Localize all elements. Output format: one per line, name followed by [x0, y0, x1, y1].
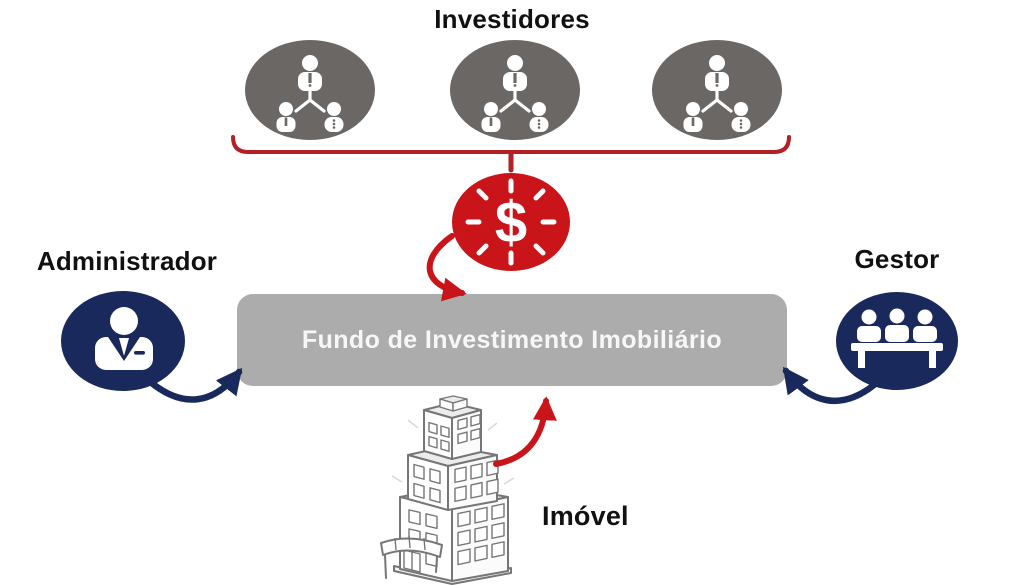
money-node: $ [452, 173, 570, 271]
fund-box-label: Fundo de Investimento Imobiliário [301, 325, 723, 354]
dollar-burst-icon: $ [465, 178, 557, 266]
administrator-node [61, 291, 185, 391]
manager-node [836, 292, 958, 390]
property-label: Imóvel [542, 501, 629, 531]
fund-box [237, 294, 787, 386]
money-to-fund-arrow [426, 233, 467, 302]
property-to-fund-arrow [493, 396, 557, 467]
team-table-icon [851, 308, 943, 368]
manager-label: Gestor [854, 244, 940, 274]
administrator-to-fund-arrow [144, 367, 243, 403]
investors-brace [231, 135, 791, 173]
administrator-label: Administrador [36, 246, 218, 276]
building-sketch-icon [380, 395, 515, 585]
investors-label: Investidores [434, 4, 590, 34]
investor-node-1 [245, 40, 375, 140]
investor-node-3 [652, 40, 782, 140]
dollar-sign: $ [495, 190, 527, 255]
investor-node-2 [450, 40, 580, 140]
manager-to-fund-arrow [782, 366, 878, 404]
businessman-icon [95, 307, 153, 370]
